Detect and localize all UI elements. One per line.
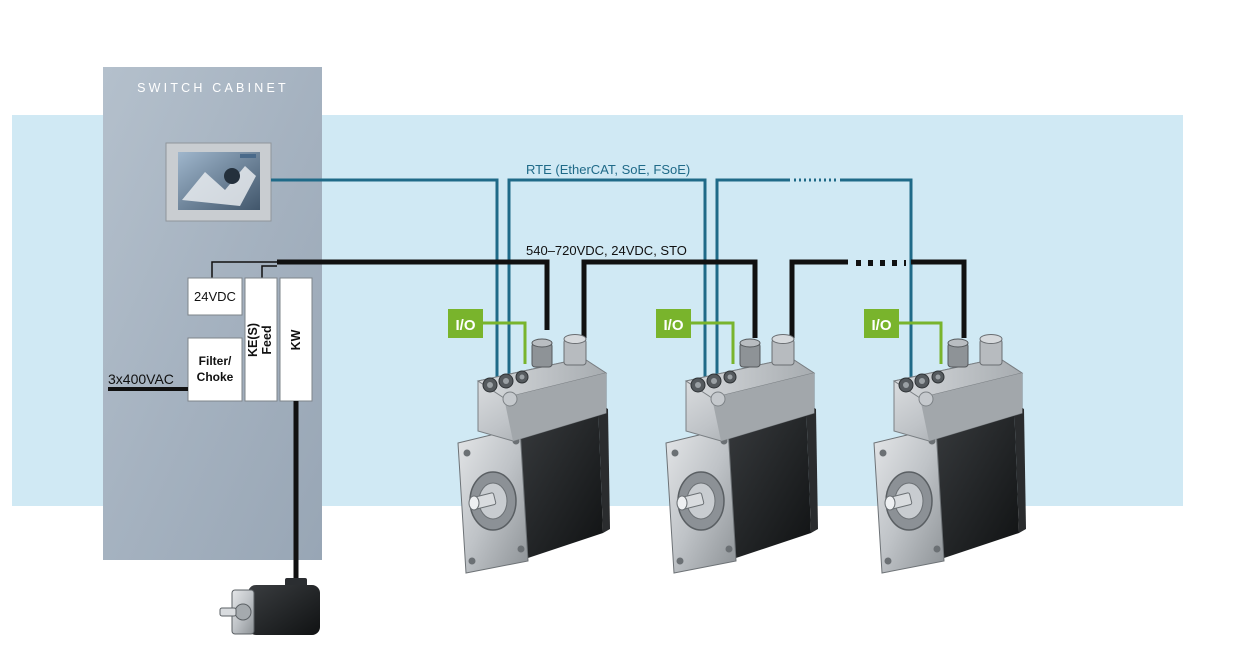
feed-label-line1: KE(S) bbox=[246, 323, 260, 357]
power-bus-label: 540–720VDC, 24VDC, STO bbox=[526, 243, 687, 258]
kw-module bbox=[279, 277, 313, 402]
io-wires bbox=[483, 321, 943, 364]
rte-network-lines bbox=[271, 178, 913, 382]
module-wiring bbox=[211, 261, 277, 278]
filter-choke-module bbox=[187, 337, 243, 402]
hmi-panel bbox=[165, 142, 272, 222]
io-label: I/O bbox=[871, 317, 891, 334]
dc-bus-lines bbox=[277, 259, 967, 338]
io-box-3: I/O bbox=[864, 309, 899, 338]
io-box-1: I/O bbox=[448, 309, 483, 338]
cabinet-title: SWITCH CABINET bbox=[137, 81, 289, 95]
filter-label-line2: Choke bbox=[197, 370, 234, 384]
feed-module bbox=[244, 277, 278, 402]
filter-label-line1: Filter/ bbox=[199, 354, 232, 368]
rte-bus-label: RTE (EtherCAT, SoE, FSoE) bbox=[526, 162, 690, 177]
mains-label: 3x400VAC bbox=[108, 371, 174, 387]
supply-24vdc-label: 24VDC bbox=[194, 289, 236, 304]
feed-label-line2: Feed bbox=[260, 325, 274, 354]
supply-24vdc-module bbox=[187, 277, 243, 316]
kw-label: KW bbox=[289, 329, 303, 350]
io-label: I/O bbox=[663, 317, 683, 334]
io-label: I/O bbox=[455, 317, 475, 334]
external-servo-motor bbox=[219, 578, 320, 635]
io-box-2: I/O bbox=[656, 309, 691, 338]
